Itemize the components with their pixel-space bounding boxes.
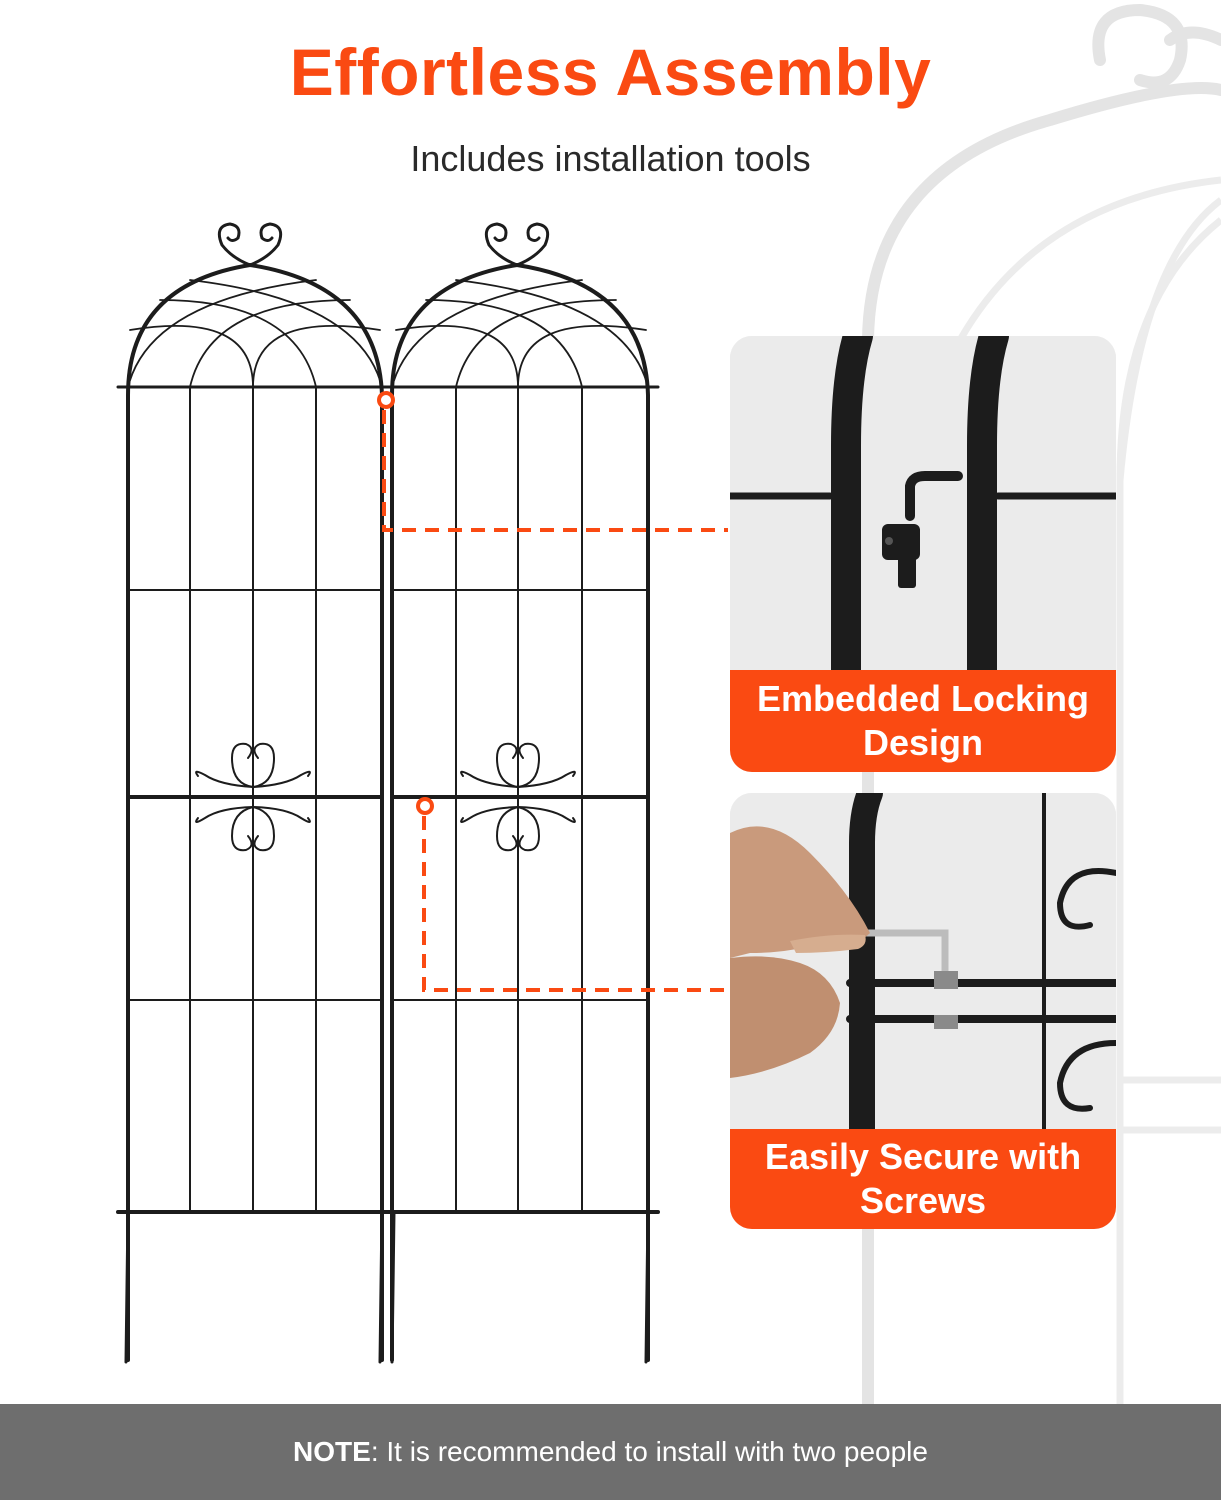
feature-card-locking: Embedded Locking Design	[730, 336, 1116, 772]
feature-label-screws: Easily Secure with Screws	[730, 1129, 1116, 1229]
feature-label-locking: Embedded Locking Design	[730, 670, 1116, 772]
trellis-panel-left	[116, 222, 394, 1364]
trellis-panel-right	[390, 222, 660, 1364]
note-text: : It is recommended to install with two …	[370, 1436, 928, 1467]
feature-card-screws: Easily Secure with Screws	[730, 793, 1116, 1229]
trellis-panels-illustration	[116, 222, 728, 1364]
callout-lock-connector	[377, 391, 728, 532]
note-label: NOTE	[293, 1436, 371, 1467]
callout-screw-connector	[416, 797, 728, 992]
page-subtitle: Includes installation tools	[410, 138, 811, 179]
footer-note-bar: NOTE: It is recommended to install with …	[0, 1404, 1221, 1500]
page-title: Effortless Assembly	[289, 35, 932, 109]
background-trellis-decoration	[862, 3, 1221, 1404]
